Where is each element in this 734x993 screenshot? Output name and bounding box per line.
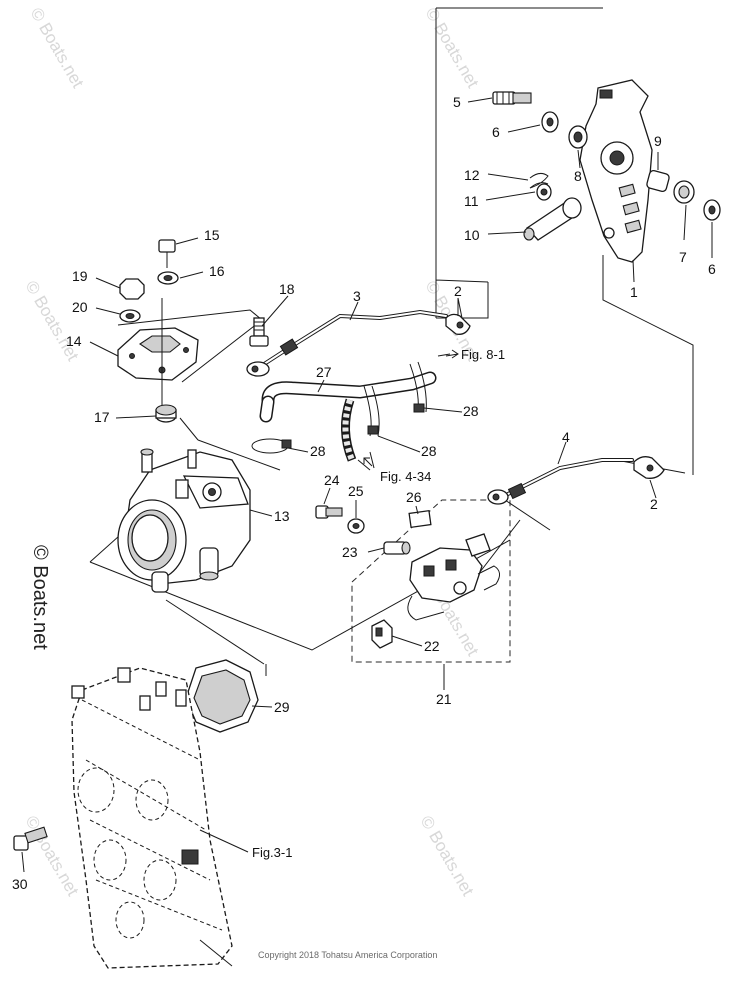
throttle-lever-part-1 (579, 79, 653, 263)
label-part-21: 21 (436, 691, 452, 707)
label-part-10: 10 (464, 227, 480, 243)
ref-fig-3-1: Fig.3-1 (252, 845, 292, 860)
label-part-3: 3 (353, 288, 361, 304)
watermark-1: © Boats.net (27, 5, 88, 92)
bushing-part-17 (155, 404, 177, 423)
nut-part-19 (119, 278, 145, 300)
label-part-30: 30 (12, 876, 28, 892)
label-part-16: 16 (209, 263, 225, 279)
hose-part-27 (259, 371, 437, 462)
frame-bracket-14 (117, 309, 263, 383)
frame-upper-right (435, 7, 694, 475)
washer-hole-part-11 (540, 188, 548, 196)
collar-part-9 (646, 169, 670, 193)
label-part-25: 25 (348, 483, 364, 499)
clip-part-12 (529, 172, 549, 189)
arrow-fig-4-34 (363, 457, 373, 467)
bolt-part-5 (492, 91, 532, 105)
label-part-28-left: 28 (310, 443, 326, 459)
label-part-27: 27 (316, 364, 332, 380)
throttle-body-part-13 (117, 448, 251, 593)
pin-part-10 (523, 197, 582, 241)
bushing-hole-part-8 (573, 131, 583, 143)
leader-lines (21, 97, 713, 873)
engine-block-fig-3-1 (71, 667, 233, 969)
label-part-9: 9 (654, 133, 662, 149)
label-part-20: 20 (72, 299, 88, 315)
washer-hole-part-25 (352, 523, 360, 529)
ref-fig-4-34: Fig. 4-34 (380, 469, 431, 484)
callout-labels: 5 6 8 9 12 11 10 7 6 1 15 16 19 20 14 17… (12, 94, 716, 892)
label-part-26: 26 (406, 489, 422, 505)
label-part-12: 12 (464, 167, 480, 183)
label-part-28-right: 28 (463, 403, 479, 419)
label-part-17: 17 (94, 409, 110, 425)
label-part-28-middle: 28 (421, 443, 437, 459)
bushing-part-7 (673, 180, 695, 204)
washer-hole-part-16 (163, 275, 173, 281)
hose-clamp-part-28-a (363, 385, 380, 437)
ref-fig-8-1: Fig. 8-1 (461, 347, 505, 362)
bracket-part-14 (117, 327, 199, 381)
washer-hole-part-20 (125, 313, 135, 319)
bolt-part-30 (13, 826, 48, 851)
rod-clip-part-2-upper (445, 313, 471, 335)
label-part-29: 29 (274, 699, 290, 715)
frame-throttle-body (89, 417, 511, 651)
plate-part-26 (408, 509, 432, 529)
linkage-lever-part-21 (407, 533, 500, 621)
label-part-2-lower: 2 (650, 496, 658, 512)
watermark-7: © Boats.net (417, 813, 478, 900)
watermark-6: © Boats.net (22, 813, 83, 900)
throttle-rod-part-4 (487, 458, 634, 505)
throttle-rod-part-3 (246, 309, 448, 377)
gasket-part-29 (185, 659, 259, 733)
label-part-11: 11 (464, 193, 479, 209)
label-part-4: 4 (562, 429, 570, 445)
washer-hole-part-6 (546, 117, 554, 127)
label-part-14: 14 (66, 333, 82, 349)
collar-part-23 (383, 541, 411, 555)
watermark-vertical: © Boats.net (29, 545, 51, 650)
rod-clip-part-2-lower (633, 456, 665, 479)
block-part-22 (371, 619, 393, 649)
label-part-18: 18 (279, 281, 295, 297)
watermark-3: © Boats.net (22, 278, 83, 365)
label-part-15: 15 (204, 227, 220, 243)
label-part-23: 23 (342, 544, 358, 560)
label-part-22: 22 (424, 638, 440, 654)
label-part-2-upper: 2 (454, 283, 462, 299)
copyright-notice: Copyright 2018 Tohatsu America Corporati… (258, 950, 437, 960)
label-part-13: 13 (274, 508, 290, 524)
label-part-1: 1 (630, 284, 638, 300)
washer-lower-hole (708, 205, 716, 215)
label-part-6-lower: 6 (708, 261, 716, 277)
label-part-6-upper: 6 (492, 124, 500, 140)
label-part-19: 19 (72, 268, 88, 284)
hose-clamp-part-28-c (251, 438, 292, 454)
watermark-2: © Boats.net (422, 5, 483, 92)
label-part-8: 8 (574, 168, 582, 184)
label-part-7: 7 (679, 249, 687, 265)
bolt-part-15 (158, 239, 176, 268)
label-part-5: 5 (453, 94, 461, 110)
figure-references: Fig. 8-1 Fig. 4-34 Fig.3-1 (252, 347, 505, 860)
arrow-fig-8-1 (445, 349, 459, 359)
label-part-24: 24 (324, 472, 340, 488)
screw-part-24 (315, 505, 343, 519)
